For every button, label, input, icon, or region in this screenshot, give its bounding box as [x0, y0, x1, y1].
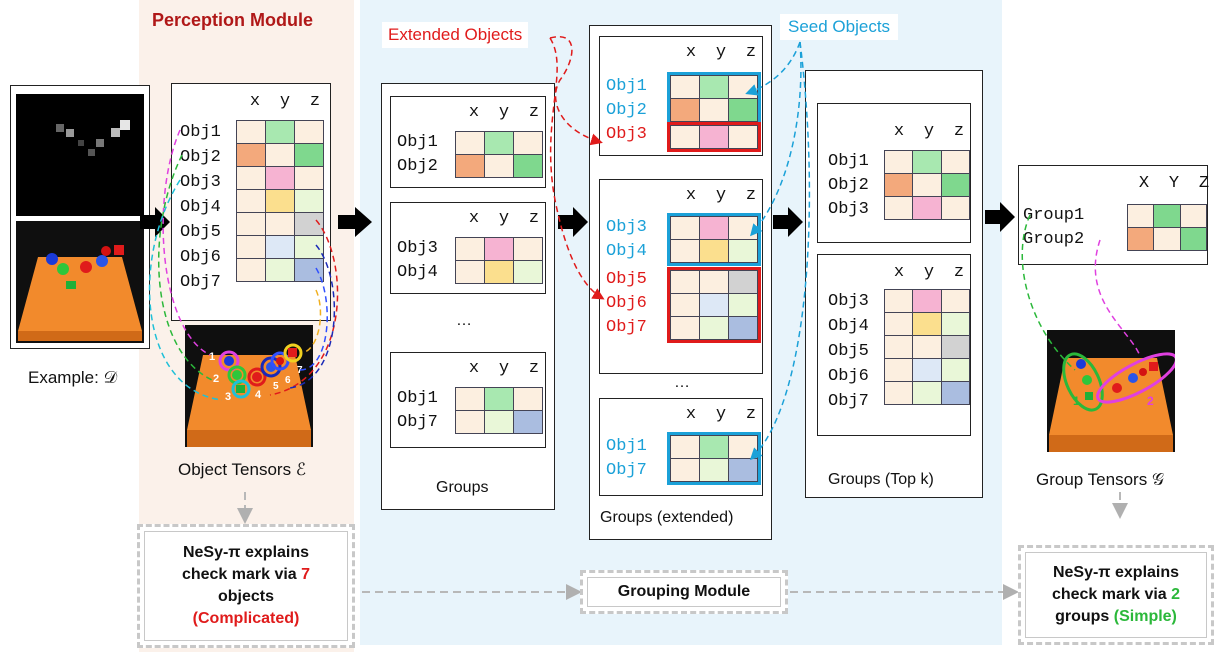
group-count: 2: [1171, 586, 1181, 603]
groups-ellipsis: …: [456, 312, 472, 329]
object-tensor-rows: Obj1 Obj2 Obj3 Obj4 Obj5 Obj6 Obj7: [180, 120, 221, 295]
object-tensor-grid: [236, 120, 324, 282]
extended-ellipsis: …: [674, 374, 690, 391]
example-frame: [10, 85, 150, 349]
explanation-line: check mark via 7: [181, 566, 311, 583]
scene-marker: 1: [209, 351, 216, 363]
group-marker: 2: [1147, 394, 1154, 408]
extended-grid: [667, 267, 761, 343]
scene-marker: 3: [225, 391, 232, 403]
explanation-complicated: NeSy-π explains check mark via 7 objects…: [137, 524, 355, 648]
group-card-grid: [455, 387, 543, 434]
header-x: x: [249, 92, 261, 111]
extended-objects-label: Extended Objects: [382, 22, 529, 48]
object-tensors-caption: Object Tensors ℰ: [178, 460, 307, 479]
obj-row-label: Obj4: [180, 198, 221, 217]
obj-row-label: Obj5: [180, 223, 221, 242]
scene-marker: 5: [273, 381, 279, 392]
scene-marker: 6: [285, 375, 291, 386]
scene-marker: 4: [255, 389, 262, 401]
header-y: y: [279, 92, 291, 111]
explanation-simple: NeSy-π explains check mark via 2 groups …: [1018, 545, 1214, 645]
seed-grid: [667, 213, 761, 266]
grouping-module-label: Grouping Module: [580, 570, 788, 614]
explanation-line: NeSy-π explains: [182, 544, 310, 561]
group-card-grid: [455, 237, 543, 284]
explanation-line: check mark via 2: [1051, 586, 1181, 603]
explanation-line: objects: [217, 588, 274, 605]
perception-title: Perception Module: [152, 10, 314, 30]
obj-row-label: Obj7: [180, 273, 221, 292]
complexity-tag: (Complicated): [192, 610, 300, 627]
complexity-tag: (Simple): [1113, 608, 1177, 625]
topk-caption: Groups (Top k): [828, 471, 934, 488]
header-z: z: [309, 92, 321, 111]
obj-row-label: Obj6: [180, 248, 221, 267]
seed-grid: [667, 72, 761, 125]
annotated-scene-image: 1 2 3 4 5 6 7: [185, 325, 313, 447]
group-marker: 1: [1073, 394, 1080, 408]
group-tensor-grid: [1126, 204, 1208, 251]
grouping-module-text: Grouping Module: [587, 577, 781, 607]
scene-marker: 7: [297, 365, 303, 376]
scene-marker: 2: [213, 373, 220, 385]
group-tensors-caption: Group Tensors 𝒢: [1036, 470, 1165, 489]
obj-row-label: Obj3: [180, 173, 221, 192]
group-card-grid: [883, 289, 971, 405]
example-depth-image: [16, 94, 144, 216]
group-card-grid: [883, 150, 971, 220]
extended-grid: [667, 122, 761, 152]
object-count: 7: [301, 566, 311, 583]
obj-row-label: Obj1: [180, 123, 221, 142]
group-card-grid: [455, 131, 543, 178]
seed-grid: [667, 432, 761, 485]
seed-objects-label: Seed Objects: [780, 14, 899, 40]
extended-caption: Groups (extended): [600, 509, 734, 526]
obj-row-label: Obj2: [180, 148, 221, 167]
explanation-line: NeSy-π explains: [1052, 564, 1180, 581]
groups-caption: Groups: [436, 479, 489, 496]
example-caption: Example: 𝒟: [28, 368, 118, 387]
explanation-line: groups (Simple): [1055, 608, 1177, 625]
example-rgb-image: [16, 221, 144, 343]
grouped-scene-image: 1 2: [1047, 330, 1178, 452]
